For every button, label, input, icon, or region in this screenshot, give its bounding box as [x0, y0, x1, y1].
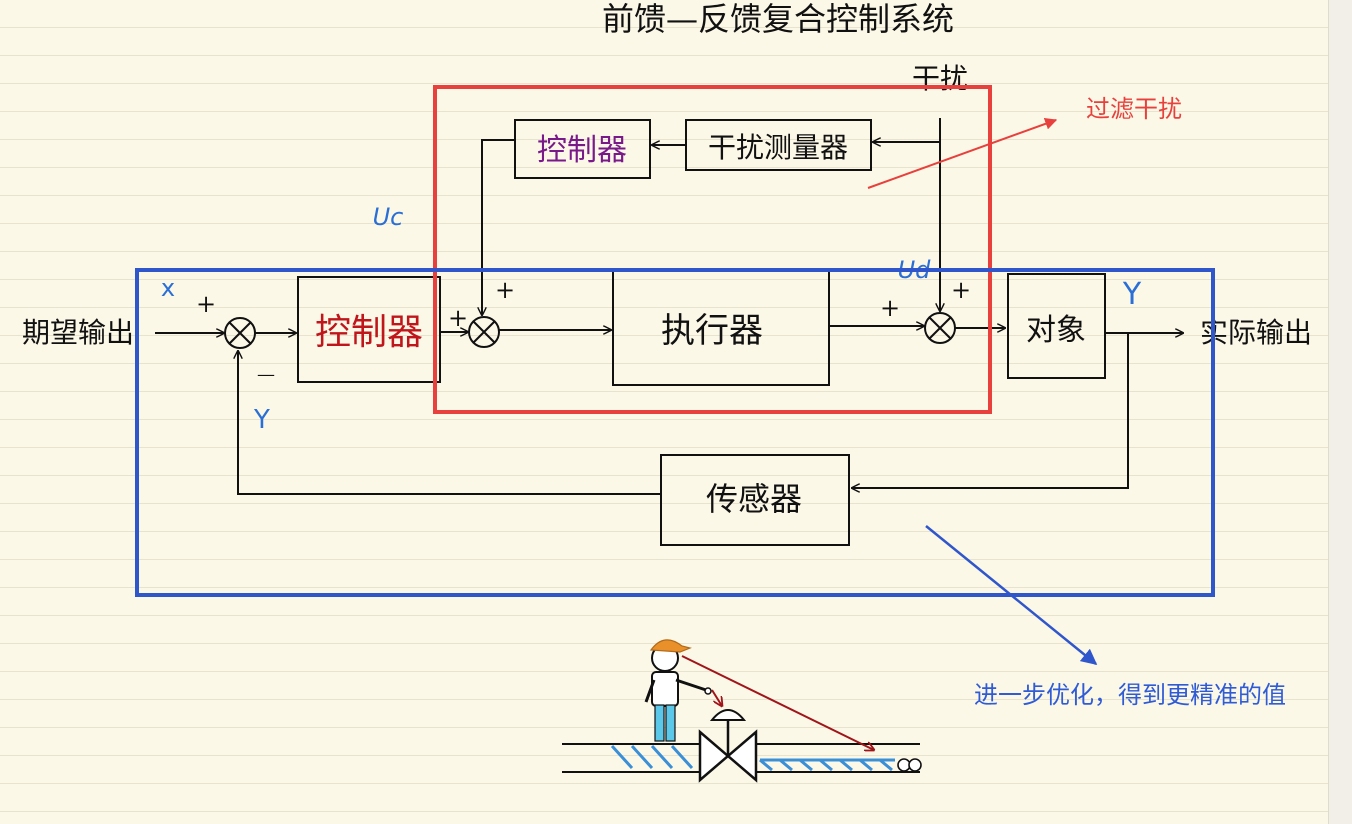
red-annotation-arrow [867, 118, 1058, 189]
valve-illustration [562, 639, 922, 783]
minus-sign-1: — [257, 364, 275, 385]
plus-sign-5: + [951, 276, 971, 304]
main-controller-box [297, 276, 441, 383]
feedforward-controller-box [514, 119, 651, 179]
feedforward-highlight-box [433, 85, 992, 414]
plus-sign-1: + [196, 290, 216, 318]
actual-output-label: 实际输出 [1200, 316, 1312, 349]
worker-icon [644, 639, 712, 742]
disturbance-label: 干扰 [912, 62, 968, 95]
actuator-label: 执行器 [661, 311, 763, 351]
object-box [1007, 273, 1106, 379]
plus-sign-3: + [495, 276, 515, 304]
plus-sign-2: + [448, 304, 468, 332]
disturbance-meter-label: 干扰测量器 [708, 131, 848, 164]
summing-junction-3 [924, 312, 956, 344]
feedback-highlight-box [135, 268, 1215, 597]
blue-annotation-arrow [925, 525, 1098, 666]
signal-lines [155, 118, 1183, 495]
summing-junction-1 [224, 317, 256, 349]
sensor-box [660, 454, 850, 546]
signal-y-feedback-label: Y [253, 405, 270, 435]
diagram-title: 前馈—反馈复合控制系统 [602, 0, 954, 38]
summing-junction-2 [468, 316, 500, 348]
plus-sign-4: + [880, 294, 900, 322]
blue-annotation-text: 进一步优化，得到更精准的值 [974, 681, 1286, 709]
sensor-label: 传感器 [706, 480, 802, 518]
desired-output-label: 期望输出 [22, 316, 134, 349]
signal-y-output-label: Y [1122, 277, 1142, 312]
main-controller-label: 控制器 [315, 312, 423, 353]
feedforward-controller-label: 控制器 [537, 133, 627, 168]
object-label: 对象 [1026, 313, 1086, 348]
red-annotation-text: 过滤干扰 [1086, 95, 1182, 123]
page-edge [1328, 0, 1352, 824]
signal-uc-label: Uc [373, 203, 404, 231]
signal-x-label: x [161, 274, 175, 302]
